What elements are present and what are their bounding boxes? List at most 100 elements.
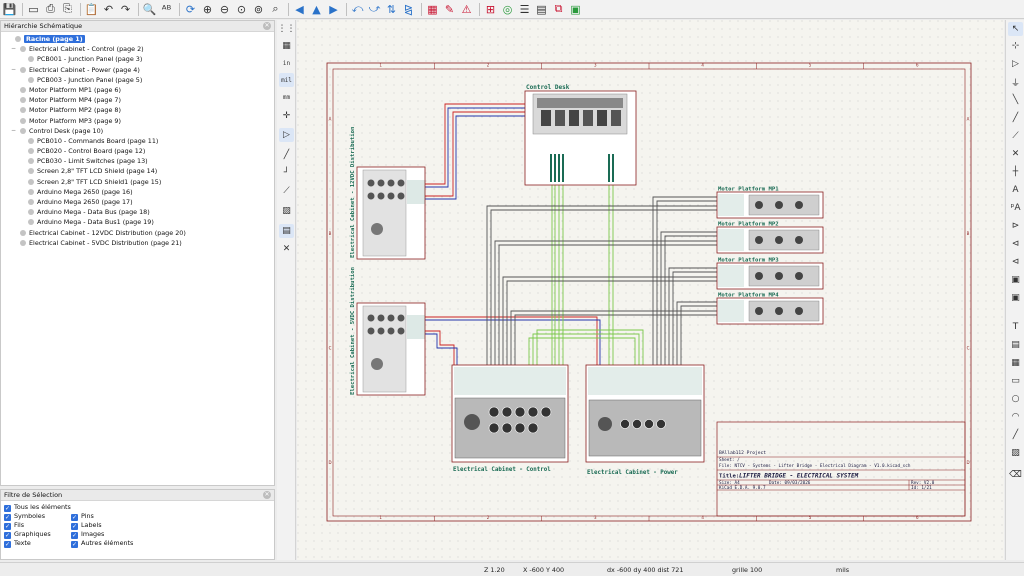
delete-tool-icon[interactable]: ⌫ bbox=[1008, 468, 1023, 482]
hierarchy-item[interactable]: Motor Platform MP3 (page 9) bbox=[1, 116, 274, 126]
close-icon[interactable]: ✕ bbox=[263, 22, 271, 30]
zoom-objects-icon[interactable]: ⊚ bbox=[251, 2, 266, 17]
netlist-icon[interactable]: ⧉ bbox=[551, 2, 566, 17]
add-rectangle-icon[interactable]: ▭ bbox=[1008, 374, 1023, 388]
checkbox[interactable]: ✓ bbox=[4, 514, 11, 521]
hierarchy-item[interactable]: −Electrical Cabinet - Power (page 4) bbox=[1, 65, 274, 75]
zoom-fit-icon[interactable]: ⊙ bbox=[234, 2, 249, 17]
sheet-cabinet-power[interactable]: Electrical Cabinet - Power bbox=[586, 365, 704, 476]
units-mils-button[interactable]: mil bbox=[279, 73, 294, 87]
checkbox[interactable]: ✓ bbox=[4, 532, 11, 539]
hierarchy-item[interactable]: −Electrical Cabinet - Control (page 2) bbox=[1, 44, 274, 54]
properties-panel-icon[interactable]: ✕ bbox=[279, 242, 294, 256]
add-line-icon[interactable]: ╱ bbox=[1008, 428, 1023, 442]
add-image-icon[interactable]: ▨ bbox=[1008, 446, 1023, 460]
simulator-icon[interactable]: ◎ bbox=[500, 2, 515, 17]
hierarchy-item[interactable]: Motor Platform MP1 (page 6) bbox=[1, 85, 274, 95]
add-netclass-icon[interactable]: ᵖA bbox=[1008, 201, 1023, 215]
footprint-assign-icon[interactable]: ⊞ bbox=[483, 2, 498, 17]
hierarchy-item[interactable]: Arduino Mega 2650 (page 16) bbox=[1, 187, 274, 197]
hierarchy-item[interactable]: Motor Platform MP2 (page 8) bbox=[1, 105, 274, 115]
cursor-full-crosshair-icon[interactable]: ✛ bbox=[279, 109, 294, 123]
find-replace-icon[interactable]: ᴬᴮ bbox=[159, 2, 174, 17]
filter-checkbox-item[interactable]: ✓Autres éléments bbox=[71, 539, 133, 548]
navigate-up-icon[interactable]: ▲ bbox=[309, 2, 324, 17]
checkbox[interactable]: ✓ bbox=[71, 523, 78, 530]
hierarchy-item[interactable]: Electrical Cabinet - 5VDC Distribution (… bbox=[1, 238, 274, 248]
checkbox[interactable]: ✓ bbox=[4, 541, 11, 548]
add-symbol-icon[interactable]: ▷ bbox=[1008, 57, 1023, 71]
schematic-canvas[interactable]: 112233445566AABBCCDD bbox=[297, 20, 1004, 560]
add-hier-sheet-icon[interactable]: ▣ bbox=[1008, 273, 1023, 287]
add-power-icon[interactable]: ⏚ bbox=[1008, 75, 1023, 89]
import-sheet-icon[interactable]: ▣ bbox=[1008, 291, 1023, 305]
collapse-toggle-icon[interactable]: − bbox=[11, 44, 16, 54]
checkbox[interactable]: ✓ bbox=[71, 541, 78, 548]
filter-checkbox-item[interactable]: ✓Texte bbox=[4, 539, 31, 548]
collapse-toggle-icon[interactable]: − bbox=[11, 65, 16, 75]
plot-icon[interactable]: ⎘ bbox=[60, 2, 75, 17]
symbol-fields-icon[interactable]: ▦ bbox=[425, 2, 440, 17]
hierarchy-item[interactable]: Motor Platform MP4 (page 7) bbox=[1, 95, 274, 105]
redo-icon[interactable]: ↷ bbox=[118, 2, 133, 17]
checkbox[interactable]: ✓ bbox=[4, 523, 11, 530]
zoom-selection-icon[interactable]: ⌕ bbox=[268, 2, 283, 17]
hierarchy-item[interactable]: PCB010 - Commands Board (page 11) bbox=[1, 136, 274, 146]
collapse-toggle-icon[interactable]: − bbox=[11, 126, 16, 136]
units-inches-button[interactable]: in bbox=[279, 56, 294, 70]
units-mm-button[interactable]: mm bbox=[279, 90, 294, 104]
hierarchy-item[interactable]: Arduino Mega 2650 (page 17) bbox=[1, 197, 274, 207]
hierarchy-item[interactable]: PCB030 - Limit Switches (page 13) bbox=[1, 156, 274, 166]
grid-overrides-icon[interactable]: ▦ bbox=[279, 39, 294, 53]
add-global-label-icon[interactable]: ⊳ bbox=[1008, 219, 1023, 233]
filter-checkbox-item[interactable]: ✓Labels bbox=[71, 521, 102, 530]
hidden-pins-icon[interactable]: ▷ bbox=[279, 128, 294, 142]
filter-checkbox-item[interactable]: ✓Tous les éléments bbox=[4, 503, 71, 512]
hierarchy-item[interactable]: PCB003 - Junction Panel (page 5) bbox=[1, 75, 274, 85]
add-arc-icon[interactable]: ◠ bbox=[1008, 410, 1023, 424]
add-sheet-pin-icon[interactable]: ⊲ bbox=[1008, 255, 1023, 269]
add-wire-icon[interactable]: ╲ bbox=[1008, 93, 1023, 107]
refresh-icon[interactable]: ⟳ bbox=[183, 2, 198, 17]
zoom-in-icon[interactable]: ⊕ bbox=[200, 2, 215, 17]
checkbox[interactable]: ✓ bbox=[71, 514, 78, 521]
annotate-icon[interactable]: ✎ bbox=[442, 2, 457, 17]
hierarchy-item[interactable]: Electrical Cabinet - 12VDC Distribution … bbox=[1, 228, 274, 238]
line-mode-free-icon[interactable]: ╱ bbox=[279, 148, 294, 162]
add-junction-icon[interactable]: ┼ bbox=[1008, 165, 1023, 179]
grid-toggle-icon[interactable]: ⋮⋮ bbox=[279, 22, 294, 36]
add-textbox-icon[interactable]: ▤ bbox=[1008, 338, 1023, 352]
save-icon[interactable]: 💾 bbox=[2, 2, 17, 17]
highlight-net-icon[interactable]: ⊹ bbox=[1008, 39, 1023, 53]
add-label-icon[interactable]: A bbox=[1008, 183, 1023, 197]
checkbox[interactable]: ✓ bbox=[71, 532, 78, 539]
navigate-back-icon[interactable]: ◀ bbox=[292, 2, 307, 17]
annotation-hints-icon[interactable]: ▨ bbox=[279, 204, 294, 218]
hierarchy-item[interactable]: Arduino Mega - Data Bus1 (page 19) bbox=[1, 217, 274, 227]
table-icon[interactable]: ▤ bbox=[534, 2, 549, 17]
zoom-out-icon[interactable]: ⊖ bbox=[217, 2, 232, 17]
hierarchy-navigator-icon[interactable]: ▤ bbox=[279, 224, 294, 238]
close-icon[interactable]: ✕ bbox=[263, 491, 271, 499]
erc-icon[interactable]: ⚠ bbox=[459, 2, 474, 17]
no-connect-icon[interactable]: ✕ bbox=[1008, 147, 1023, 161]
schematic-drawing[interactable]: 112233445566AABBCCDD bbox=[297, 20, 1004, 560]
rotate-ccw-icon[interactable]: ⤺ bbox=[350, 2, 365, 17]
sheet-control-desk[interactable]: Control Desk bbox=[525, 84, 636, 185]
add-hier-label-icon[interactable]: ⊲ bbox=[1008, 237, 1023, 251]
undo-icon[interactable]: ↶ bbox=[101, 2, 116, 17]
hierarchy-item[interactable]: Racine (page 1) bbox=[1, 34, 274, 44]
mirror-vertical-icon[interactable]: ⇅ bbox=[384, 2, 399, 17]
select-arrow-icon[interactable]: ↖ bbox=[1008, 22, 1023, 36]
hierarchy-item[interactable]: Arduino Mega - Data Bus (page 18) bbox=[1, 207, 274, 217]
hierarchy-item[interactable]: Screen 2,8" TFT LCD Shield (page 14) bbox=[1, 166, 274, 176]
filter-checkbox-item[interactable]: ✓Graphiques bbox=[4, 530, 51, 539]
line-mode-45-icon[interactable]: ⟋ bbox=[279, 184, 294, 198]
sheet-cabinet-control[interactable]: Electrical Cabinet - Control bbox=[452, 365, 568, 473]
add-circle-icon[interactable]: ○ bbox=[1008, 392, 1023, 406]
add-table-icon[interactable]: ▦ bbox=[1008, 356, 1023, 370]
line-mode-90-icon[interactable]: ┘ bbox=[279, 166, 294, 180]
filter-checkbox-item[interactable]: ✓Fils bbox=[4, 521, 24, 530]
add-bus-icon[interactable]: ╱ bbox=[1008, 111, 1023, 125]
paste-icon[interactable]: 📋 bbox=[84, 2, 99, 17]
